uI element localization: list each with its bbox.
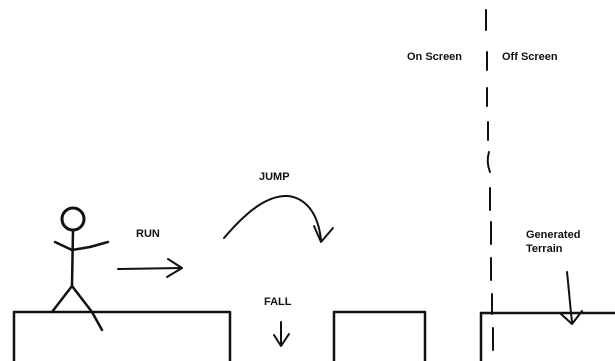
generated-terrain-arrow [561,272,582,324]
jump-arrow [224,196,333,242]
label-generated-line2: Terrain [526,242,606,256]
label-run: RUN [136,227,160,241]
label-generated-line1: Generated [526,228,606,242]
platform-middle [334,312,425,361]
platform-left [14,312,230,361]
label-fall: FALL [264,295,292,309]
label-off-screen: Off Screen [502,50,558,64]
run-arrow [118,259,182,277]
platform-offscreen [481,313,615,361]
label-generated-terrain: Generated Terrain [526,228,606,256]
fall-arrow [274,322,289,346]
screen-boundary-line [486,10,493,350]
label-on-screen: On Screen [407,50,462,64]
label-jump: JUMP [259,170,290,184]
